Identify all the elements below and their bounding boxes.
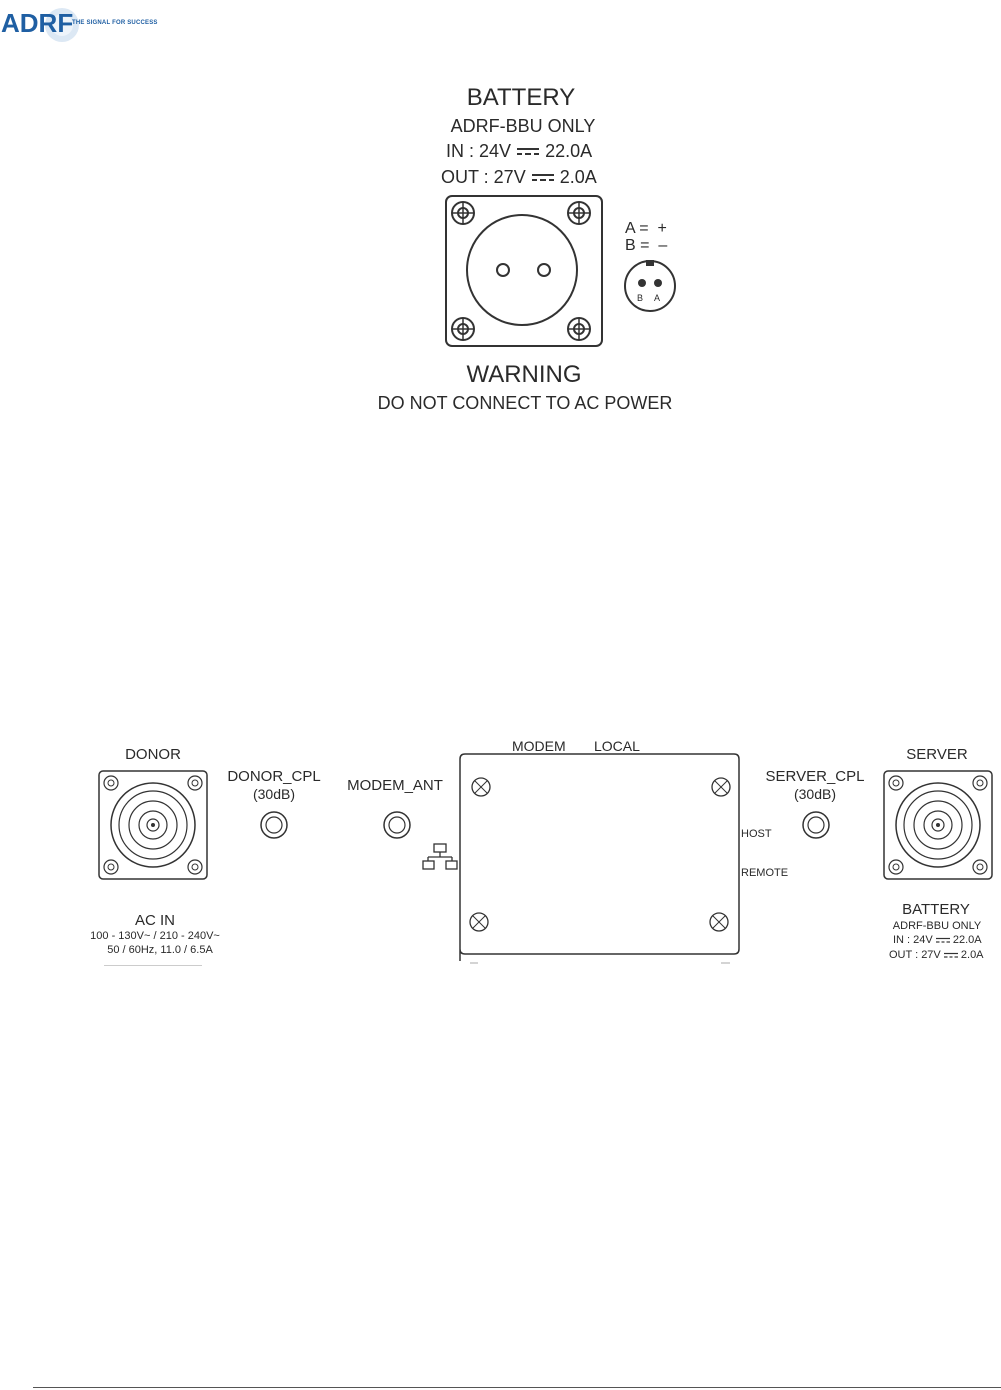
logo-mark-icon	[45, 8, 79, 42]
local-label: LOCAL	[594, 738, 640, 754]
mounting-screw-icon	[451, 317, 475, 341]
network-port-icon	[422, 843, 458, 870]
footer-rule	[33, 1387, 1001, 1388]
cover-screw-icon	[469, 912, 489, 932]
panel-battery-in-voltage: IN : 24V	[893, 934, 933, 946]
pin-a-marker: A	[654, 293, 661, 303]
dc-symbol-icon	[531, 174, 554, 182]
warning-text: DO NOT CONNECT TO AC POWER	[377, 393, 673, 413]
mounting-screw-icon	[567, 201, 591, 225]
mounting-screw-icon	[567, 317, 591, 341]
panel-battery-out-current: 2.0A	[960, 949, 984, 961]
battery-input-rating: IN : 24V 22.0A	[446, 141, 592, 162]
dc-symbol-icon	[943, 952, 958, 958]
panel-battery-title: BATTERY	[902, 901, 970, 918]
server-cpl-label: SERVER_CPL	[765, 768, 865, 785]
battery-input-current: 22.0A	[545, 141, 593, 161]
modem-ant-port-icon	[383, 811, 411, 839]
battery-output-voltage: OUT : 27V	[441, 167, 526, 187]
battery-pinout-icon	[624, 260, 676, 312]
ac-rating-line1: 100 - 130V~ / 210 - 240V~	[90, 930, 220, 942]
donor-label: DONOR	[125, 746, 181, 763]
donor-connector-icon	[98, 770, 208, 880]
battery-output-current: 2.0A	[559, 167, 597, 187]
donor-cpl-port-icon	[260, 811, 288, 839]
ac-in-label: AC IN	[134, 912, 176, 929]
mounting-screw-icon	[451, 201, 475, 225]
battery-model: ADRF-BBU ONLY	[450, 116, 596, 136]
cover-screw-icon	[471, 777, 491, 797]
server-connector-icon	[883, 770, 993, 880]
server-cpl-port-icon	[802, 811, 830, 839]
modem-label: MODEM	[512, 738, 566, 754]
ac-rating-line2: 50 / 60Hz, 11.0 / 6.5A	[107, 944, 213, 956]
warning-title: WARNING	[466, 361, 582, 388]
battery-output-rating: OUT : 27V 2.0A	[441, 167, 597, 188]
pin-b-marker: B	[637, 293, 644, 303]
panel-battery-output: OUT : 27V 2.0A	[889, 949, 984, 961]
ac-in-divider	[104, 965, 202, 966]
modem-cover-plate	[459, 753, 740, 964]
dc-symbol-icon	[517, 148, 540, 156]
donor-cpl-label: DONOR_CPL	[227, 768, 321, 785]
battery-input-voltage: IN : 24V	[446, 141, 512, 161]
host-label: HOST	[741, 828, 772, 840]
dc-symbol-icon	[935, 937, 950, 943]
panel-battery-out-voltage: OUT : 27V	[889, 949, 941, 961]
modem-ant-label: MODEM_ANT	[347, 777, 443, 794]
battery-title: BATTERY	[466, 84, 576, 111]
pin-b-label: B = –	[625, 237, 668, 254]
panel-battery-model: ADRF-BBU ONLY	[892, 920, 982, 932]
battery-connector-drawing	[445, 195, 603, 347]
cover-screw-icon	[711, 777, 731, 797]
logo-text: ADRF	[1, 8, 74, 38]
panel-battery-input: IN : 24V 22.0A	[893, 934, 982, 946]
panel-battery-in-current: 22.0A	[952, 934, 982, 946]
adrf-logo: ADRF THE SIGNAL FOR SUCCESS	[0, 0, 175, 50]
server-cpl-db-label: (30dB)	[793, 786, 837, 802]
cover-screw-icon	[709, 912, 729, 932]
donor-cpl-db-label: (30dB)	[252, 786, 296, 802]
pin-a-label: A = +	[625, 220, 667, 237]
logo-tagline: THE SIGNAL FOR SUCCESS	[72, 20, 158, 26]
server-label: SERVER	[906, 746, 968, 763]
remote-label: REMOTE	[741, 867, 789, 879]
